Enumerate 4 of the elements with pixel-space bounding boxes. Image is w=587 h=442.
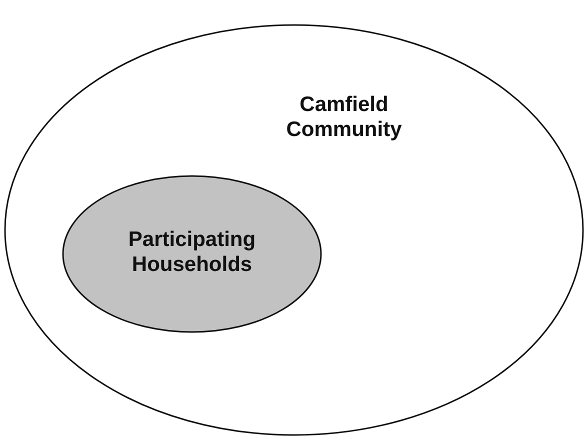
set-label: Participating Households (127, 227, 257, 277)
set-ellipse (4, 24, 584, 436)
set-label: Camfield Community (285, 92, 403, 142)
set-ellipse (62, 175, 322, 333)
